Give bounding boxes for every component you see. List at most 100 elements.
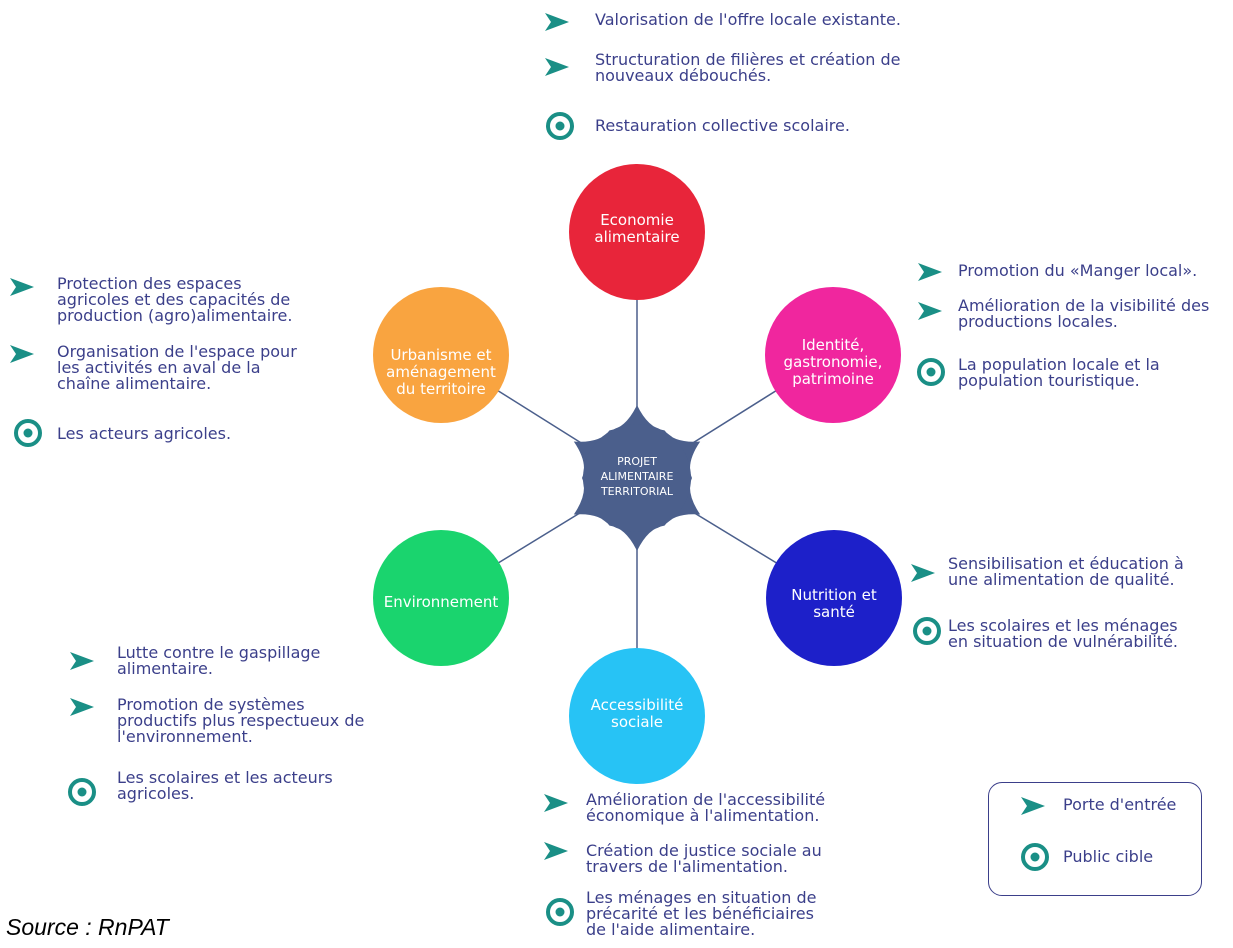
bullet-text-identite-entry-0: Promotion du «Manger local». [958, 263, 1197, 279]
bullet-line: Les scolaires et les acteurs [117, 768, 333, 787]
legend-label-0: Porte d'entrée [1063, 795, 1177, 814]
bullet-text-economie-target-2: Restauration collective scolaire. [595, 118, 850, 134]
bullet-line: précarité et les bénéficiaires [586, 904, 814, 923]
arrow-icon [70, 698, 94, 716]
bullet-line: Promotion du «Manger local». [958, 261, 1198, 280]
arrow-icon [10, 345, 34, 363]
target-icon [14, 419, 42, 447]
bullet-line: Sensibilisation et éducation à [948, 554, 1184, 573]
bullet-line: travers de l'alimentation. [586, 857, 788, 876]
bullet-line: alimentaire. [117, 659, 213, 678]
bullet-line: Protection des espaces [57, 274, 242, 293]
legend [988, 782, 1202, 896]
bullet-line: nouveaux débouchés. [595, 66, 772, 85]
hub-label-line: PROJET [617, 455, 657, 468]
theme-label-line: patrimoine [792, 370, 874, 388]
bullet-text-economie-entry-0: Valorisation de l'offre locale existante… [595, 12, 901, 28]
bullet-line: Les scolaires et les ménages [948, 616, 1178, 635]
target-icon [913, 617, 941, 645]
theme-label-line: Accessibilité [590, 696, 684, 714]
arrow-icon [544, 794, 568, 812]
arrow-icon [918, 263, 942, 281]
bullet-text-economie-entry-1: Structuration de filières et création de… [595, 52, 900, 84]
bullet-line: les activités en aval de la [57, 358, 261, 377]
theme-label-line: gastronomie, [783, 353, 883, 371]
bullet-line: Amélioration de l'accessibilité [586, 790, 826, 809]
arrow-icon [70, 652, 94, 670]
bullet-line: Lutte contre le gaspillage [117, 643, 321, 662]
bullet-line: Les ménages en situation de [586, 888, 817, 907]
bullet-line: productifs plus respectueux de [117, 711, 365, 730]
theme-label-line: alimentaire [594, 228, 680, 246]
legend-label-1: Public cible [1063, 847, 1154, 866]
arrow-icon [545, 13, 569, 31]
theme-label-line: Economie [600, 211, 674, 229]
theme-label-line: Identité, [801, 336, 865, 354]
theme-label-environnement: Environnement [373, 594, 509, 611]
bullet-line: de l'aide alimentaire. [586, 920, 756, 939]
theme-circle-accessibilite [569, 648, 705, 784]
theme-label-line: aménagement [386, 363, 496, 381]
arrow-icon [544, 842, 568, 860]
bullet-line: Valorisation de l'offre locale existante… [595, 10, 901, 29]
theme-label-identite: Identité,gastronomie,patrimoine [765, 337, 901, 388]
theme-label-line: du territoire [396, 380, 486, 398]
bullet-line: production (agro)alimentaire. [57, 306, 293, 325]
arrow-icon [545, 58, 569, 76]
bullet-line: agricoles et des capacités de [57, 290, 291, 309]
arrow-icon [911, 564, 935, 582]
bullet-line: Restauration collective scolaire. [595, 116, 850, 135]
theme-label-line: Environnement [383, 593, 499, 611]
bullet-line: Promotion de systèmes [117, 695, 305, 714]
bullet-line: Les acteurs agricoles. [57, 424, 232, 443]
hub-label-line: ALIMENTAIRE [600, 470, 674, 483]
bullet-line: population touristique. [958, 371, 1140, 390]
hub-circle [583, 424, 691, 532]
bullet-line: productions locales. [958, 312, 1118, 331]
bullet-line: en situation de vulnérabilité. [948, 632, 1179, 651]
bullet-line: La population locale et la [958, 355, 1160, 374]
hub [573, 405, 701, 551]
bullet-line: Organisation de l'espace pour [57, 342, 297, 361]
arrow-icon [1021, 797, 1045, 815]
theme-label-line: Nutrition et [791, 586, 877, 604]
theme-circle-identite [765, 287, 901, 423]
theme-circle-economie [569, 164, 705, 300]
target-icon [1021, 843, 1049, 871]
bullet-text-urbanisme-target-2: Les acteurs agricoles. [57, 426, 231, 442]
theme-circle-environnement [373, 530, 509, 666]
source-caption: Source : RnPAT [6, 914, 169, 940]
target-icon [917, 358, 945, 386]
target-icon [546, 898, 574, 926]
theme-circle-urbanisme [373, 287, 509, 423]
bullet-line: Création de justice sociale au [586, 841, 822, 860]
theme-circles [373, 164, 902, 784]
icons [10, 13, 1049, 926]
bullet-line: une alimentation de qualité. [948, 570, 1175, 589]
bullet-line: économique à l'alimentation. [586, 806, 820, 825]
bullet-line: l'environnement. [117, 727, 253, 746]
arrow-icon [10, 278, 34, 296]
theme-circle-nutrition [766, 530, 902, 666]
bullet-line: chaîne alimentaire. [57, 374, 212, 393]
hub-label-line: TERRITORIAL [600, 485, 674, 498]
theme-label-line: Urbanisme et [390, 346, 492, 364]
theme-label-line: santé [813, 603, 855, 621]
